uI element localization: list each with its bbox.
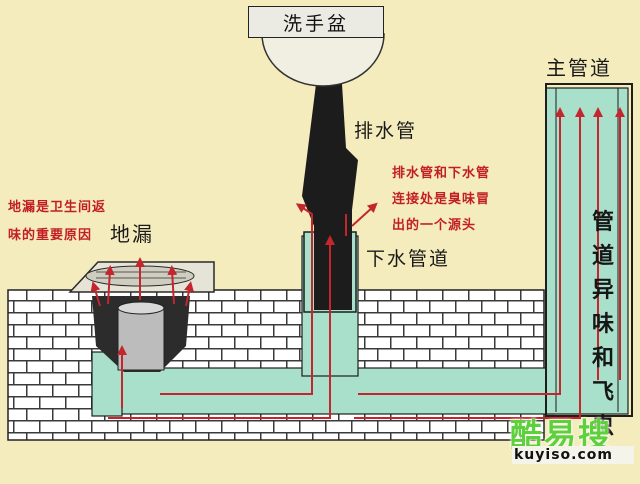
watermark-url: kuyiso.com <box>512 446 634 464</box>
basin-label: 洗手盆 <box>248 6 384 38</box>
floor-drain <box>68 261 215 372</box>
floor-drain-note-line1: 地漏是卫生间返 <box>8 200 107 215</box>
main-pipe <box>545 83 633 417</box>
sewer-pipe-label: 下水管道 <box>366 248 451 270</box>
joint-note-line1: 排水管和下水管 <box>392 166 491 181</box>
joint-note-line2: 连接处是臭味冒 <box>392 192 491 207</box>
floor-drain-note-line2: 味的重要原因 <box>8 228 93 243</box>
floor-drain-label: 地漏 <box>110 222 154 246</box>
drain-pipe-label: 排水管 <box>354 120 418 142</box>
joint-note-line3: 出的一个源头 <box>392 218 477 233</box>
drain-pipe <box>302 84 358 310</box>
main-pipe-label: 主管道 <box>546 56 612 80</box>
odor-arrows <box>90 107 625 419</box>
odor-and-insects-vertical-text: 管道异味和飞虫 <box>591 210 614 439</box>
basin-bowl <box>261 33 385 87</box>
